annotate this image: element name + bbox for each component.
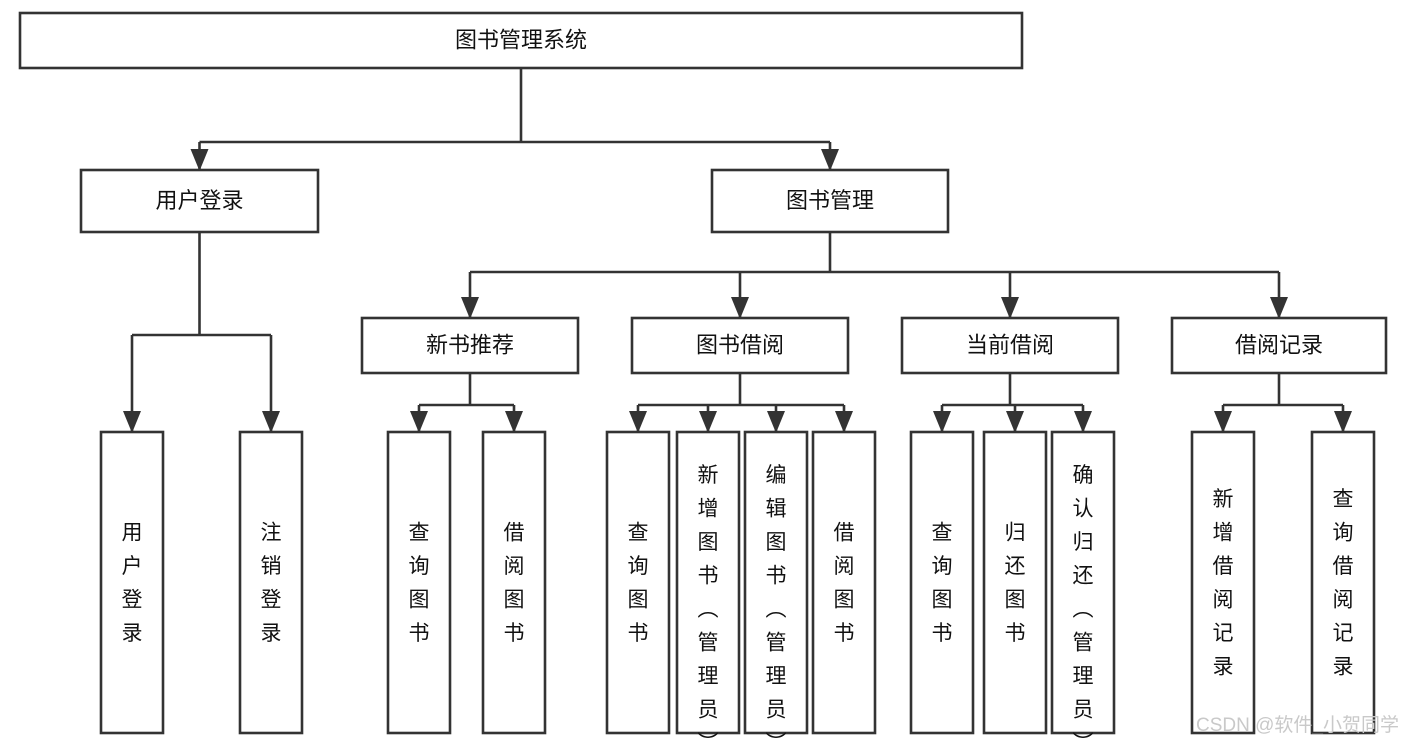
node-label-user-login: 用户登录: [155, 188, 243, 213]
arrow-head-icon: [461, 297, 479, 319]
node-box-leaf-add-book-admin[interactable]: [675, 430, 741, 735]
node-label-root: 图书管理系统: [455, 27, 587, 52]
arrow-head-icon: [1001, 297, 1019, 319]
node-leaf-logout-login[interactable]: 注销登录: [238, 430, 304, 735]
node-user-login[interactable]: 用户登录: [79, 168, 320, 234]
node-label-leaf-add-book-admin: 新增图书︵管理员︶: [698, 464, 719, 747]
arrow-head-icon: [767, 411, 785, 433]
connectors-layer: [123, 68, 1352, 433]
arrow-head-icon: [821, 149, 839, 171]
node-leaf-query-book-current[interactable]: 查询图书: [909, 430, 975, 735]
arrow-head-icon: [1006, 411, 1024, 433]
node-box-leaf-return-book[interactable]: [982, 430, 1048, 735]
node-box-leaf-logout-login[interactable]: [238, 430, 304, 735]
node-leaf-confirm-return-admin[interactable]: 确认归还︵管理员︶: [1050, 430, 1116, 747]
node-label-current-borrow: 当前借阅: [966, 332, 1054, 357]
node-label-leaf-logout-login: 注销登录: [261, 522, 282, 646]
node-label-leaf-query-book-borrow: 查询图书: [628, 522, 649, 646]
arrow-head-icon: [933, 411, 951, 433]
arrow-head-icon: [731, 297, 749, 319]
node-new-book-recommend[interactable]: 新书推荐: [360, 316, 580, 375]
node-current-borrow[interactable]: 当前借阅: [900, 316, 1120, 375]
node-leaf-return-book[interactable]: 归还图书: [982, 430, 1048, 735]
node-leaf-edit-book-admin[interactable]: 编辑图书︵管理员︶: [743, 430, 809, 747]
node-box-current-borrow[interactable]: [900, 316, 1120, 375]
node-box-new-book-recommend[interactable]: [360, 316, 580, 375]
arrow-head-icon: [505, 411, 523, 433]
node-borrow-record[interactable]: 借阅记录: [1170, 316, 1388, 375]
arrow-head-icon: [835, 411, 853, 433]
node-leaf-add-book-admin[interactable]: 新增图书︵管理员︶: [675, 430, 741, 747]
node-book-borrow[interactable]: 图书借阅: [630, 316, 850, 375]
node-label-borrow-record: 借阅记录: [1235, 332, 1323, 357]
node-label-leaf-return-book: 归还图书: [1005, 522, 1026, 646]
node-root[interactable]: 图书管理系统: [18, 11, 1024, 70]
arrow-head-icon: [190, 149, 209, 171]
node-label-new-book-recommend: 新书推荐: [426, 332, 514, 357]
node-leaf-add-borrow-record[interactable]: 新增借阅记录: [1190, 430, 1256, 735]
node-box-leaf-query-borrow-record[interactable]: [1310, 430, 1376, 735]
arrow-head-icon: [1214, 411, 1232, 433]
arrow-head-icon: [699, 411, 717, 433]
node-label-leaf-confirm-return-admin: 确认归还︵管理员︶: [1073, 464, 1094, 747]
node-label-leaf-query-book-recommend: 查询图书: [409, 522, 430, 646]
arrow-head-icon: [1074, 411, 1092, 433]
node-label-leaf-borrow-book-recommend: 借阅图书: [504, 522, 525, 646]
nodes-layer: 图书管理系统用户登录图书管理新书推荐图书借阅当前借阅借阅记录用户登录注销登录查询…: [18, 11, 1388, 747]
node-box-book-management[interactable]: [710, 168, 950, 234]
node-leaf-query-borrow-record[interactable]: 查询借阅记录: [1310, 430, 1376, 735]
node-book-management[interactable]: 图书管理: [710, 168, 950, 234]
node-box-leaf-add-borrow-record[interactable]: [1190, 430, 1256, 735]
node-leaf-query-book-borrow[interactable]: 查询图书: [605, 430, 671, 735]
node-box-leaf-edit-book-admin[interactable]: [743, 430, 809, 735]
node-box-leaf-query-book-borrow[interactable]: [605, 430, 671, 735]
node-box-leaf-borrow-book-recommend[interactable]: [481, 430, 547, 735]
node-label-leaf-add-borrow-record: 新增借阅记录: [1213, 488, 1234, 679]
node-label-book-management: 图书管理: [786, 188, 874, 213]
arrow-head-icon: [262, 411, 280, 433]
node-box-leaf-query-book-recommend[interactable]: [386, 430, 452, 735]
node-box-leaf-borrow-book[interactable]: [811, 430, 877, 735]
watermark-label: CSDN @软件_小贺同学: [1196, 714, 1399, 736]
node-label-leaf-user-login: 用户登录: [122, 522, 143, 646]
node-box-leaf-user-login[interactable]: [99, 430, 165, 735]
node-leaf-user-login[interactable]: 用户登录: [99, 430, 165, 735]
node-label-leaf-borrow-book: 借阅图书: [834, 522, 855, 646]
arrow-head-icon: [123, 411, 141, 433]
arrow-head-icon: [629, 411, 647, 433]
node-leaf-borrow-book[interactable]: 借阅图书: [811, 430, 877, 735]
node-label-leaf-edit-book-admin: 编辑图书︵管理员︶: [766, 464, 787, 747]
arrow-head-icon: [1334, 411, 1352, 433]
node-label-leaf-query-borrow-record: 查询借阅记录: [1333, 488, 1354, 679]
node-box-user-login[interactable]: [79, 168, 320, 234]
node-box-borrow-record[interactable]: [1170, 316, 1388, 375]
node-box-root[interactable]: [18, 11, 1024, 70]
arrow-head-icon: [410, 411, 428, 433]
node-box-leaf-query-book-current[interactable]: [909, 430, 975, 735]
arrow-head-icon: [1270, 297, 1288, 319]
node-leaf-query-book-recommend[interactable]: 查询图书: [386, 430, 452, 735]
node-label-book-borrow: 图书借阅: [696, 332, 784, 357]
node-box-leaf-confirm-return-admin[interactable]: [1050, 430, 1116, 735]
node-label-leaf-query-book-current: 查询图书: [932, 522, 953, 646]
node-leaf-borrow-book-recommend[interactable]: 借阅图书: [481, 430, 547, 735]
node-box-book-borrow[interactable]: [630, 316, 850, 375]
